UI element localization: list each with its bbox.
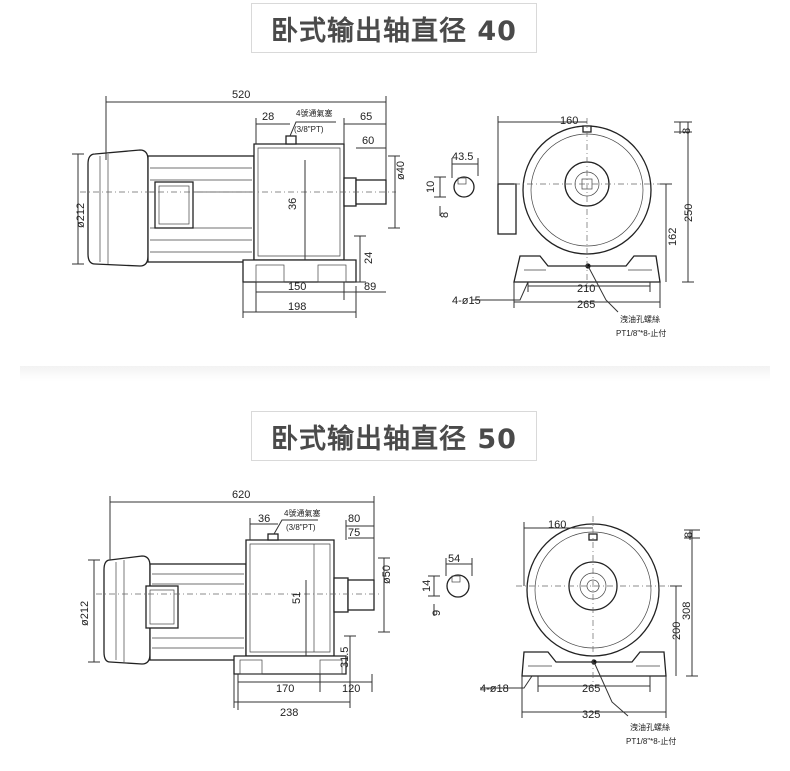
dim-60: 60 xyxy=(362,135,374,147)
dim-28: 28 xyxy=(262,111,274,123)
dim-200: 200 xyxy=(671,622,683,640)
shaft-key-detail-50: 54 14 9 xyxy=(421,553,473,616)
vent-note: 4號通氣塞 xyxy=(284,508,320,518)
side-view-40: 520 28 4號通氣塞 (3/8"PT) 65 60 ø40 ø212 36 … xyxy=(72,89,407,318)
dim-620: 620 xyxy=(232,489,250,501)
front-view-40: 160 8 250 162 210 265 4-ø15 洩油孔螺絲 PT1/8"… xyxy=(452,115,695,338)
dim-8b: 8 xyxy=(439,212,451,218)
dim-250: 250 xyxy=(683,204,695,222)
dim-8: 8 xyxy=(683,532,695,538)
dim-170: 170 xyxy=(276,683,294,695)
drain-note: 洩油孔螺絲 xyxy=(630,722,670,732)
holes-spec: 4-ø18 xyxy=(480,683,509,695)
section-title-50: 卧式输出轴直径 50 xyxy=(251,411,537,461)
dim-14: 14 xyxy=(421,580,433,592)
dim-36: 36 xyxy=(287,198,299,210)
dim-120: 120 xyxy=(342,683,360,695)
dim-51: 51 xyxy=(291,592,303,604)
dim-24: 24 xyxy=(363,252,375,264)
drain-spec: PT1/8"*8-止付 xyxy=(626,736,676,746)
side-view-50: 620 36 4號通氣塞 (3/8"PT) 80 75 ø50 ø212 51 … xyxy=(79,489,393,719)
dim-31-5: 31.5 xyxy=(339,647,351,668)
drawing-output-shaft-50: 620 36 4號通氣塞 (3/8"PT) 80 75 ø50 ø212 51 … xyxy=(79,489,700,746)
vent-spec: (3/8"PT) xyxy=(294,125,324,134)
vent-spec: (3/8"PT) xyxy=(286,523,316,532)
dim-8: 8 xyxy=(681,128,693,134)
dim-265: 265 xyxy=(582,683,600,695)
dim-210: 210 xyxy=(577,283,595,295)
dim-160: 160 xyxy=(548,519,566,531)
dim-65: 65 xyxy=(360,111,372,123)
dim-dia50: ø50 xyxy=(381,565,393,584)
dim-dia40: ø40 xyxy=(395,161,407,180)
dim-dia212: ø212 xyxy=(75,203,87,228)
dim-36: 36 xyxy=(258,513,270,525)
drawing-output-shaft-40: 520 28 4號通氣塞 (3/8"PT) 65 60 ø40 ø212 36 … xyxy=(72,89,695,338)
dim-160: 160 xyxy=(560,115,578,127)
dim-80: 80 xyxy=(348,513,360,525)
dim-89: 89 xyxy=(364,281,376,293)
holes-spec: 4-ø15 xyxy=(452,295,481,307)
section-title-40: 卧式输出轴直径 40 xyxy=(251,3,537,53)
dim-308: 308 xyxy=(681,602,693,620)
dim-265: 265 xyxy=(577,299,595,311)
front-view-50: 160 8 308 200 265 325 4-ø18 洩油孔螺絲 PT1/8"… xyxy=(480,516,700,746)
dim-325: 325 xyxy=(582,709,600,721)
dim-43-5: 43.5 xyxy=(452,151,473,163)
dim-dia212: ø212 xyxy=(79,601,91,626)
dim-10: 10 xyxy=(425,181,437,193)
dim-520: 520 xyxy=(232,89,250,101)
dim-238: 238 xyxy=(280,707,298,719)
drain-note: 洩油孔螺絲 xyxy=(620,314,660,324)
dim-54: 54 xyxy=(448,553,460,565)
dim-198: 198 xyxy=(288,301,306,313)
drain-spec: PT1/8"*8-止付 xyxy=(616,328,666,338)
dim-9: 9 xyxy=(431,610,443,616)
dim-150: 150 xyxy=(288,281,306,293)
dim-162: 162 xyxy=(667,228,679,246)
shaft-key-detail-40: 43.5 10 8 xyxy=(425,151,479,218)
vent-note: 4號通氣塞 xyxy=(296,108,332,118)
section-divider xyxy=(20,366,770,382)
dim-75: 75 xyxy=(348,527,360,539)
